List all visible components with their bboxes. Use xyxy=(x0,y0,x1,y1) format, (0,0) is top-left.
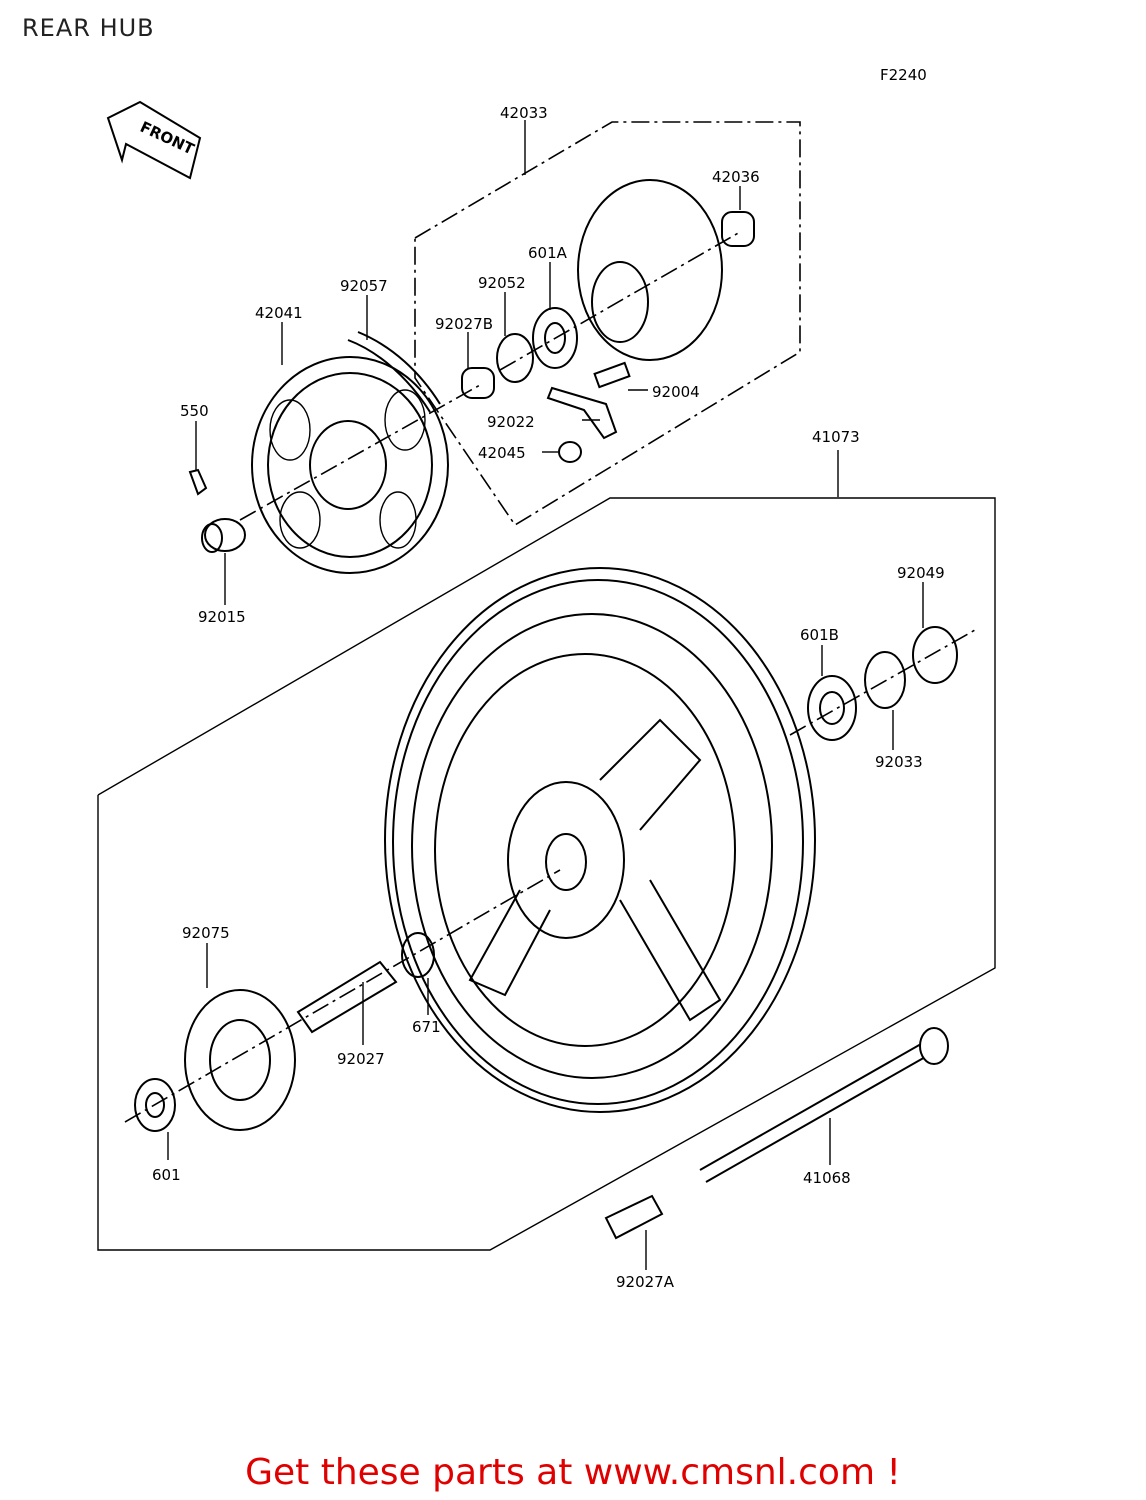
seal-icon xyxy=(912,626,958,684)
lock-plate-icon xyxy=(546,386,618,440)
centre-line xyxy=(789,629,976,736)
tube-icon xyxy=(296,960,398,1034)
seal-icon xyxy=(496,333,534,383)
figure-code: F2240 xyxy=(880,66,927,84)
small-nut-icon xyxy=(558,441,582,463)
damper-icon xyxy=(184,989,296,1131)
leader-lines xyxy=(167,186,924,1270)
part-label-92027b[interactable]: 92027B xyxy=(435,315,493,333)
part-label-550[interactable]: 550 xyxy=(180,402,209,420)
footer-banner: Get these parts at www.cmsnl.com ! xyxy=(0,1452,1146,1493)
hub-assembly-group-box xyxy=(414,120,801,527)
o-ring-icon xyxy=(401,932,435,978)
bearing-icon xyxy=(134,1078,176,1132)
part-label-601[interactable]: 601 xyxy=(152,1166,181,1184)
bearing-icon xyxy=(532,307,578,369)
part-label-92004[interactable]: 92004 xyxy=(652,383,700,401)
part-label-92033[interactable]: 92033 xyxy=(875,753,923,771)
spacer-icon xyxy=(721,211,755,247)
nut-icon xyxy=(201,518,246,553)
sprocket-icon xyxy=(251,356,449,574)
stud-icon xyxy=(593,361,631,389)
axle-spacer-icon xyxy=(604,1194,664,1240)
axle-icon xyxy=(699,1027,949,1183)
shop-link[interactable]: Get these parts at www.cmsnl.com ! xyxy=(245,1452,901,1493)
hub-flange-icon xyxy=(577,179,723,361)
centre-line xyxy=(124,869,561,1123)
circlip-icon xyxy=(864,651,906,709)
centre-line xyxy=(499,231,741,371)
part-label-92052[interactable]: 92052 xyxy=(478,274,526,292)
part-label-42045[interactable]: 42045 xyxy=(478,444,526,462)
part-label-92015[interactable]: 92015 xyxy=(198,608,246,626)
cotter-pin-icon xyxy=(188,468,208,496)
centre-line xyxy=(239,384,481,521)
chain-icon xyxy=(347,331,441,413)
part-label-42041[interactable]: 42041 xyxy=(255,304,303,322)
exploded-diagram: .ln { stroke:#000; stroke-width:2; fill:… xyxy=(97,66,996,1291)
svg-text:FRONT: FRONT xyxy=(137,118,197,159)
part-label-42033[interactable]: 42033 xyxy=(500,104,548,122)
part-label-601b[interactable]: 601B xyxy=(800,626,839,644)
front-arrow-icon: FRONT xyxy=(106,100,202,180)
part-label-41073[interactable]: 41073 xyxy=(812,428,860,446)
part-label-92022[interactable]: 92022 xyxy=(487,413,535,431)
page-title: REAR HUB xyxy=(22,14,155,42)
bearing-icon xyxy=(807,675,857,741)
part-label-671[interactable]: 671 xyxy=(412,1018,441,1036)
part-label-41068[interactable]: 41068 xyxy=(803,1169,851,1187)
part-label-92027a[interactable]: 92027A xyxy=(616,1273,675,1291)
part-label-92057[interactable]: 92057 xyxy=(340,277,388,295)
wheel-icon xyxy=(384,567,816,1113)
part-label-42036[interactable]: 42036 xyxy=(712,168,760,186)
part-label-601a[interactable]: 601A xyxy=(528,244,568,262)
part-label-92075[interactable]: 92075 xyxy=(182,924,230,942)
part-label-92027[interactable]: 92027 xyxy=(337,1050,385,1068)
part-label-92049[interactable]: 92049 xyxy=(897,564,945,582)
wheel-group-box xyxy=(97,450,996,1251)
collar-icon xyxy=(461,367,495,399)
